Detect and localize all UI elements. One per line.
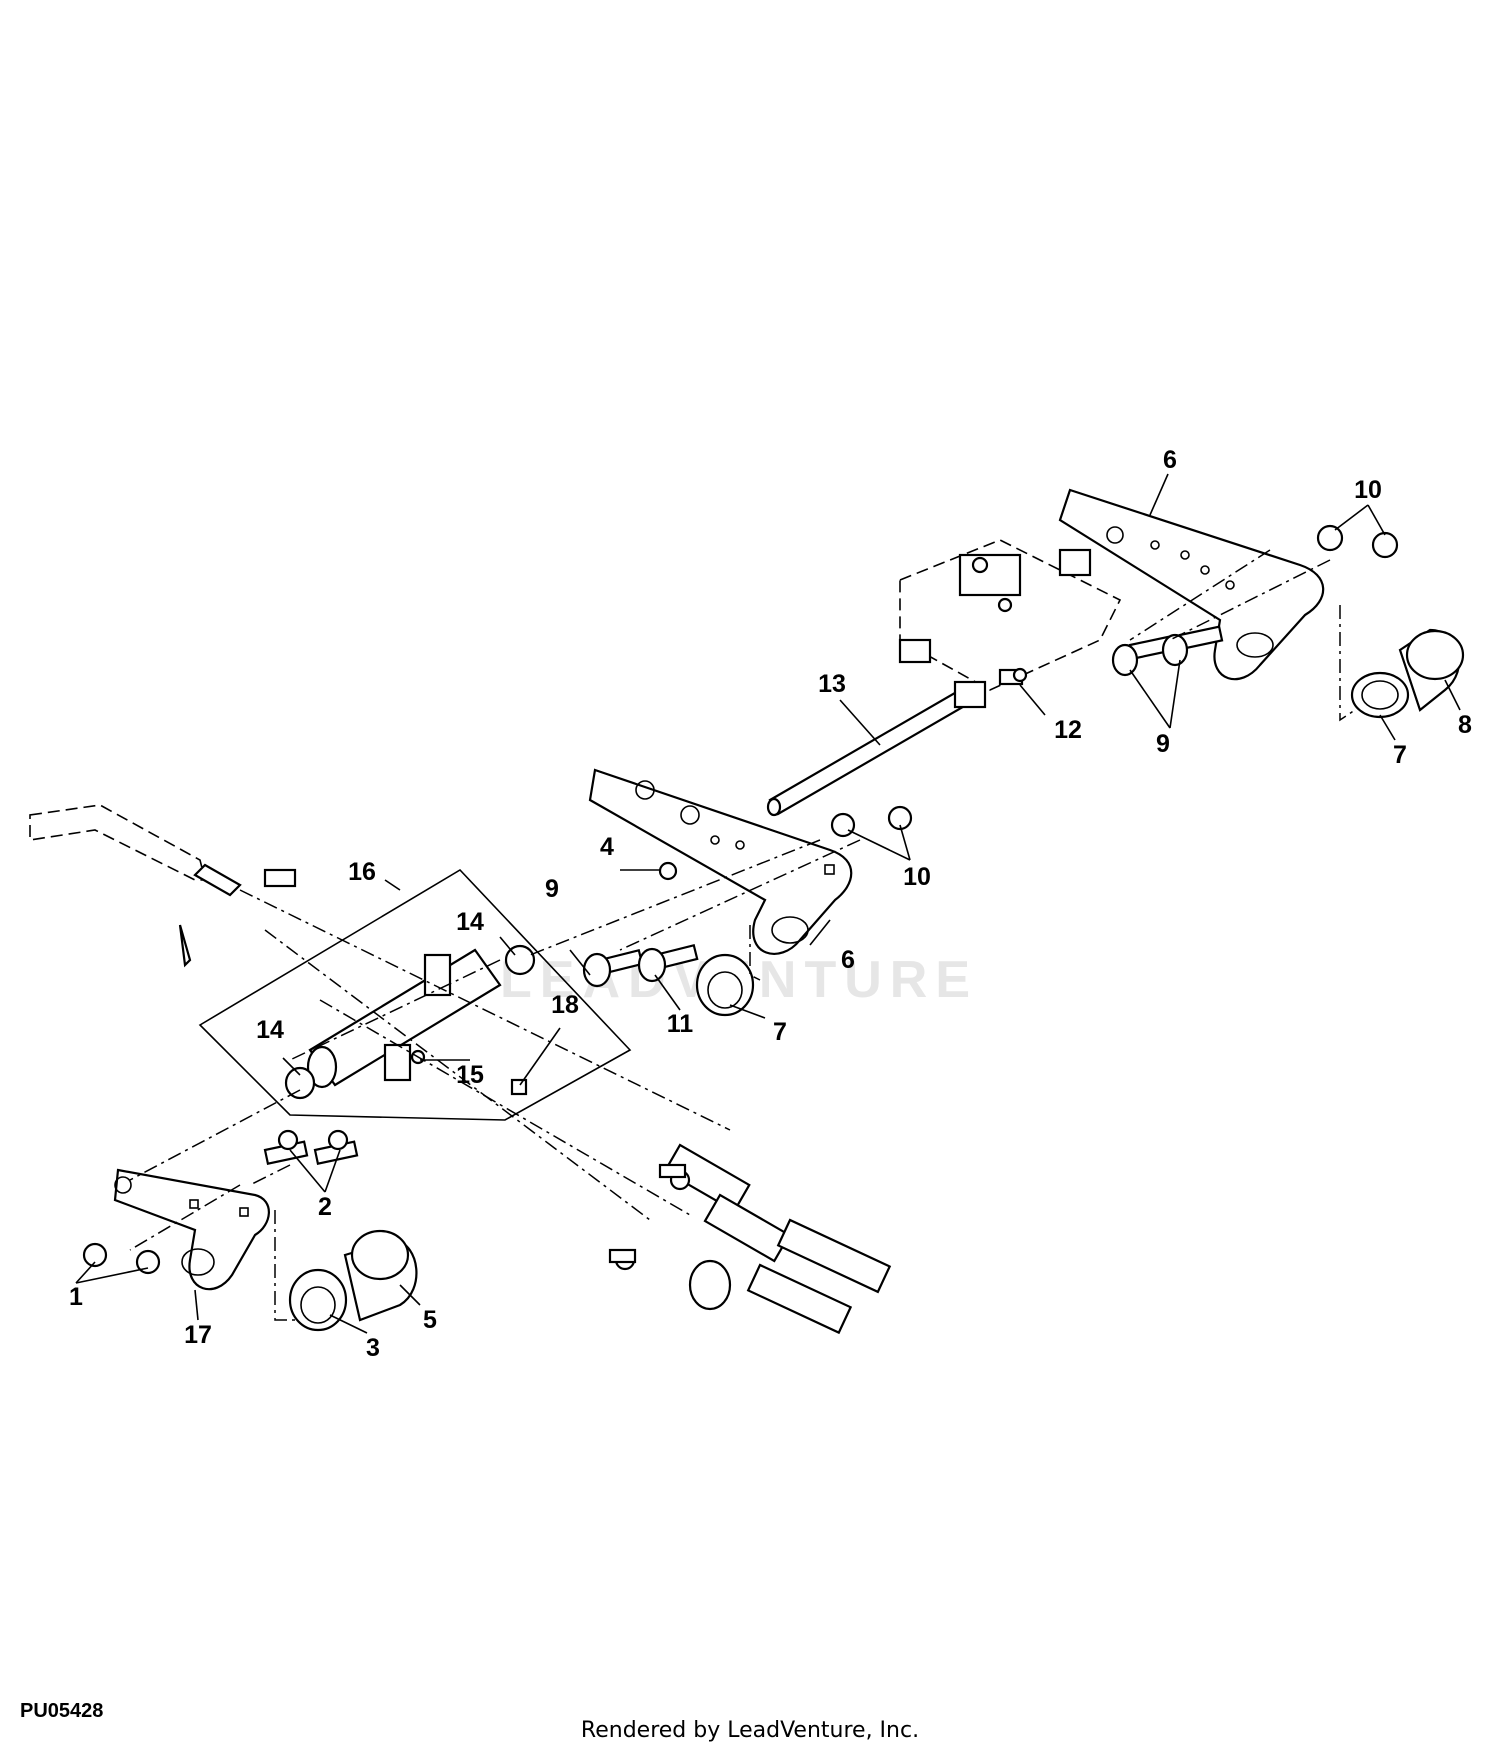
callout-7-upper: 7 (1393, 741, 1407, 769)
footer-credit: Rendered by LeadVenture, Inc. (580, 1718, 920, 1743)
pedal-switch-assembly (898, 539, 1122, 691)
callout-9-middle: 9 (545, 875, 559, 903)
leader-lines (75, 473, 1461, 1334)
callout-16: 16 (348, 858, 376, 886)
pedal-rod (29, 804, 297, 968)
callout-11: 11 (667, 1010, 694, 1038)
callout-17: 17 (184, 1321, 212, 1349)
callout-3: 3 (366, 1334, 380, 1362)
callout-labels: 1 2 3 4 5 6 6 7 7 8 9 9 10 10 11 12 13 1… (69, 446, 1472, 1362)
middle-nuts (658, 805, 913, 881)
callout-5: 5 (423, 1306, 437, 1334)
callout-18: 18 (551, 991, 579, 1019)
connecting-rod (766, 667, 1028, 817)
callout-15: 15 (456, 1061, 484, 1089)
middle-bolts (582, 943, 699, 988)
callout-9-upper: 9 (1156, 730, 1170, 758)
callout-8: 8 (1458, 711, 1472, 739)
callout-2: 2 (318, 1193, 332, 1221)
brake-linkage-cluster (608, 1143, 892, 1335)
callout-14-lower: 14 (256, 1016, 284, 1044)
callout-12: 12 (1054, 716, 1082, 744)
lower-bolts (263, 1129, 359, 1165)
callout-6-upper: 6 (1163, 446, 1177, 474)
lower-nuts (82, 1242, 161, 1275)
lower-bushings (288, 1229, 418, 1332)
callout-6-middle: 6 (841, 946, 855, 974)
callout-10-upper: 10 (1354, 476, 1382, 504)
callout-7-middle: 7 (773, 1018, 787, 1046)
shaft-assembly (198, 868, 632, 1121)
callout-4: 4 (600, 833, 614, 861)
callout-14-upper: 14 (456, 908, 484, 936)
alignment-lines (129, 549, 1356, 1321)
callout-10-middle: 10 (903, 863, 931, 891)
upper-bolts (1111, 625, 1224, 677)
callout-1: 1 (69, 1283, 83, 1311)
callout-13: 13 (818, 670, 846, 698)
middle-bushing (695, 953, 755, 1017)
upper-bushings (1350, 628, 1465, 719)
upper-nuts (1316, 524, 1399, 559)
middle-pivot-arm (588, 768, 853, 955)
figure-id: PU05428 (20, 1700, 104, 1722)
upper-pivot-arm (1058, 488, 1325, 681)
lower-pivot-arm (113, 1168, 270, 1291)
